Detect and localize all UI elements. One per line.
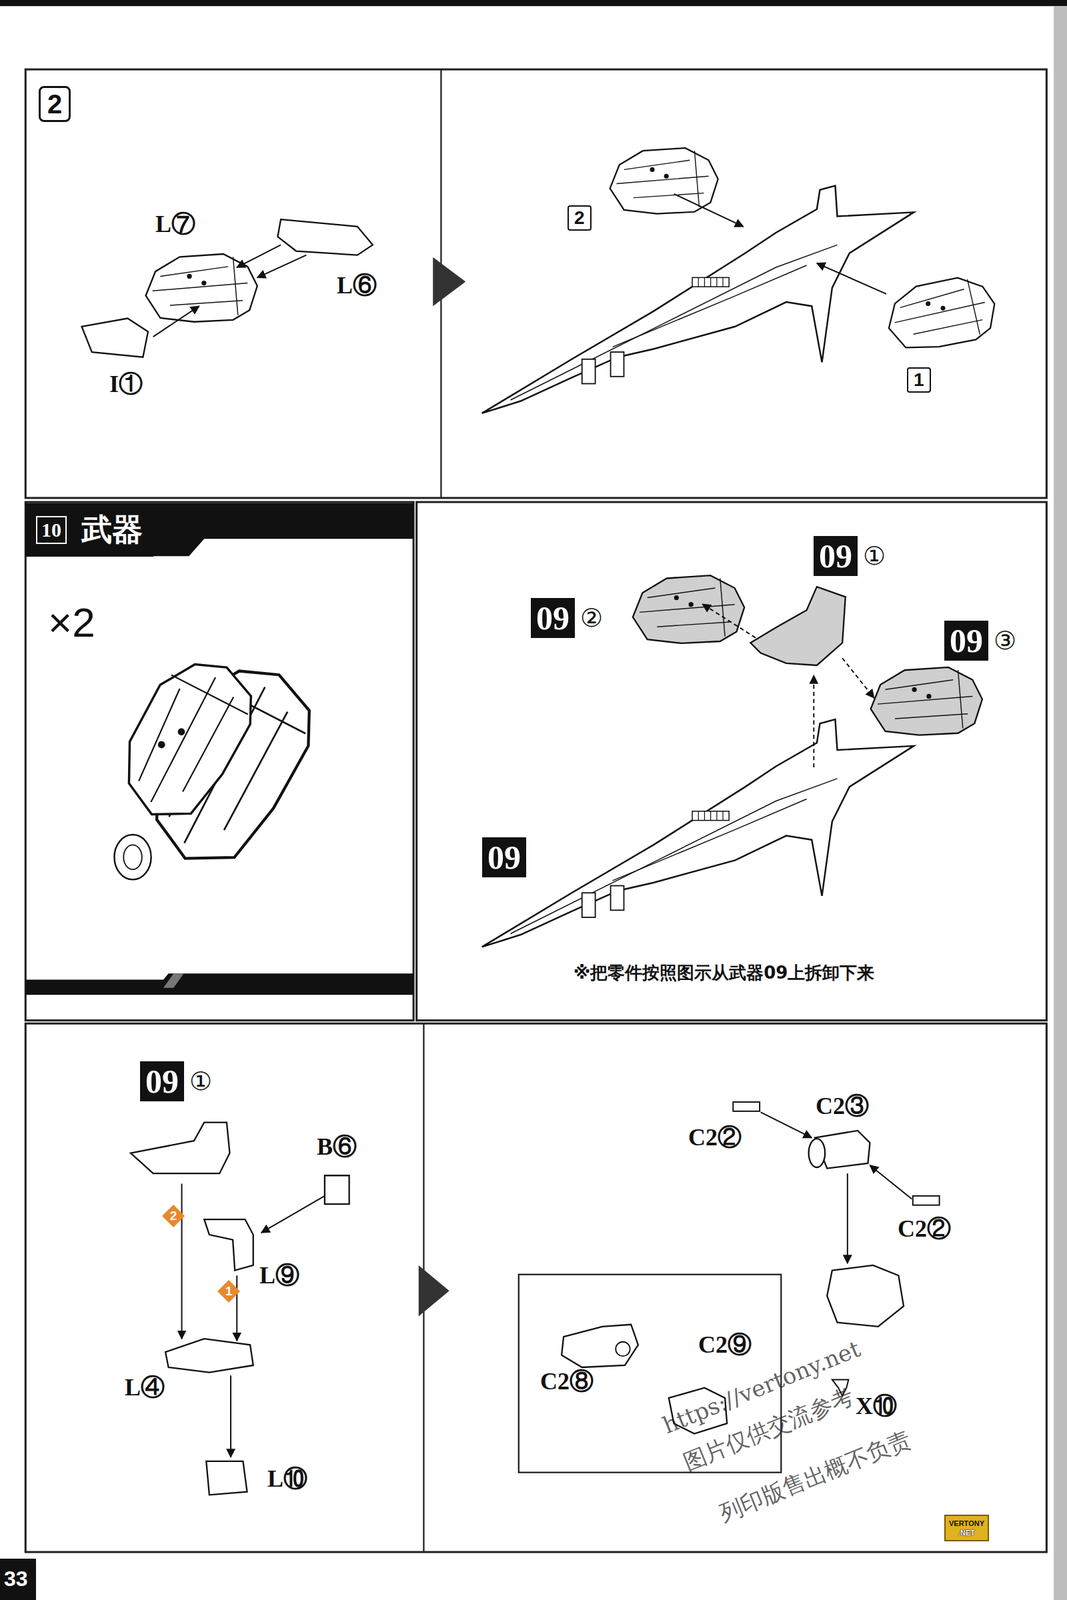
part-tag: 09①: [140, 1061, 213, 1102]
part-label: L⑥: [334, 272, 379, 300]
part-tag: 09: [482, 837, 527, 878]
part-label: L⑨: [257, 1263, 302, 1290]
order-diamond: 2: [162, 1205, 185, 1228]
part-number: 09: [944, 620, 989, 661]
order-diamond: 1: [217, 1280, 241, 1304]
node-text: 2: [574, 206, 585, 230]
part-tag: 09③: [944, 620, 1017, 661]
step-number: 10: [36, 516, 67, 545]
instruction-note: ※把零件按照图示从武器09上拆卸下来: [571, 963, 877, 983]
node-text: VERTONY: [948, 1519, 985, 1529]
step-box: 1: [906, 367, 931, 393]
page-number: 33: [0, 1559, 37, 1600]
part-label: L⑩: [265, 1466, 310, 1494]
part-label: B⑥: [314, 1134, 359, 1162]
circled-number: ①: [189, 1067, 213, 1097]
quantity-note: ×2: [46, 600, 98, 646]
node-text: .NET: [958, 1528, 975, 1538]
logo-badge: VERTONY.NET: [944, 1515, 989, 1542]
part-label: L⑦: [153, 211, 198, 239]
circled-number: ①: [862, 541, 886, 571]
part-number: 09: [530, 598, 575, 639]
part-label: C2③: [813, 1093, 871, 1121]
part-tag: 09②: [530, 598, 603, 639]
circled-number: ②: [580, 603, 603, 633]
node-text: 1: [913, 368, 925, 392]
part-label: L④: [122, 1375, 167, 1402]
step-box: 2: [38, 86, 71, 123]
node-text: 2: [170, 1209, 178, 1224]
part-tag: 09①: [813, 536, 886, 577]
node-text: 2: [47, 88, 63, 121]
part-number: 09: [482, 837, 527, 878]
part-label: C2②: [686, 1125, 744, 1152]
step-box: 2: [567, 205, 592, 231]
part-number: 09: [140, 1061, 185, 1102]
part-number: 09: [813, 536, 858, 577]
section-header: 10 武器: [25, 503, 154, 557]
part-label: I①: [107, 371, 145, 399]
part-label: C2⑧: [538, 1369, 596, 1396]
part-label: X⑩: [853, 1393, 899, 1421]
circled-number: ③: [993, 626, 1017, 656]
section-title: 武器: [81, 509, 143, 551]
part-label: C2②: [895, 1216, 953, 1244]
node-text: 33: [4, 1560, 29, 1598]
node-text: 1: [225, 1284, 233, 1300]
part-label: C2⑨: [696, 1332, 754, 1360]
